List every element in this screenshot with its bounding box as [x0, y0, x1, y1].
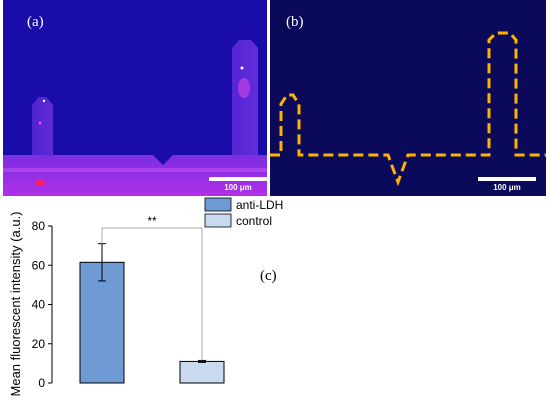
- scale-bar-b-label: 100 μm: [493, 183, 521, 192]
- y-tick-label: 40: [32, 298, 46, 312]
- bar-anti-LDH: [79, 261, 125, 384]
- legend-label-anti-LDH: anti-LDH: [236, 198, 283, 212]
- fluorescence-image-a-graphic: [3, 0, 267, 196]
- y-axis: 0 20 40 60 80: [32, 219, 53, 390]
- legend-label-control: control: [236, 214, 272, 228]
- y-tick-label: 80: [32, 219, 46, 233]
- significance-marker: **: [147, 214, 157, 228]
- scale-bar-a-label: 100 μm: [224, 183, 252, 192]
- fluorescence-image-a: (a) 100 μm: [3, 0, 267, 196]
- panel-c-label: (c): [260, 268, 277, 284]
- y-axis-label: Mean fluorescent intensity (a.u.): [8, 212, 23, 397]
- outline-image-b: (b) 100 μm: [270, 0, 546, 196]
- legend: anti-LDH control: [204, 197, 283, 228]
- y-tick-label: 60: [32, 258, 46, 272]
- outline-image-b-graphic: [270, 0, 546, 196]
- legend-swatch-control: [204, 213, 232, 228]
- panel-a-label: (a): [27, 14, 44, 30]
- bar-control: [179, 360, 225, 384]
- panel-b-label: (b): [286, 14, 304, 30]
- scale-bar-b: [478, 177, 536, 181]
- legend-swatch-anti-LDH: [204, 197, 232, 212]
- structure-outline-dashed: [270, 31, 546, 187]
- y-tick-label: 0: [38, 376, 45, 390]
- scale-bar-a: [209, 177, 267, 181]
- bars: **: [79, 214, 225, 384]
- y-tick-label: 20: [32, 337, 46, 351]
- bar-chart: 0 20 40 60 80 ** anti-LDH control Mean fluore…: [8, 197, 283, 397]
